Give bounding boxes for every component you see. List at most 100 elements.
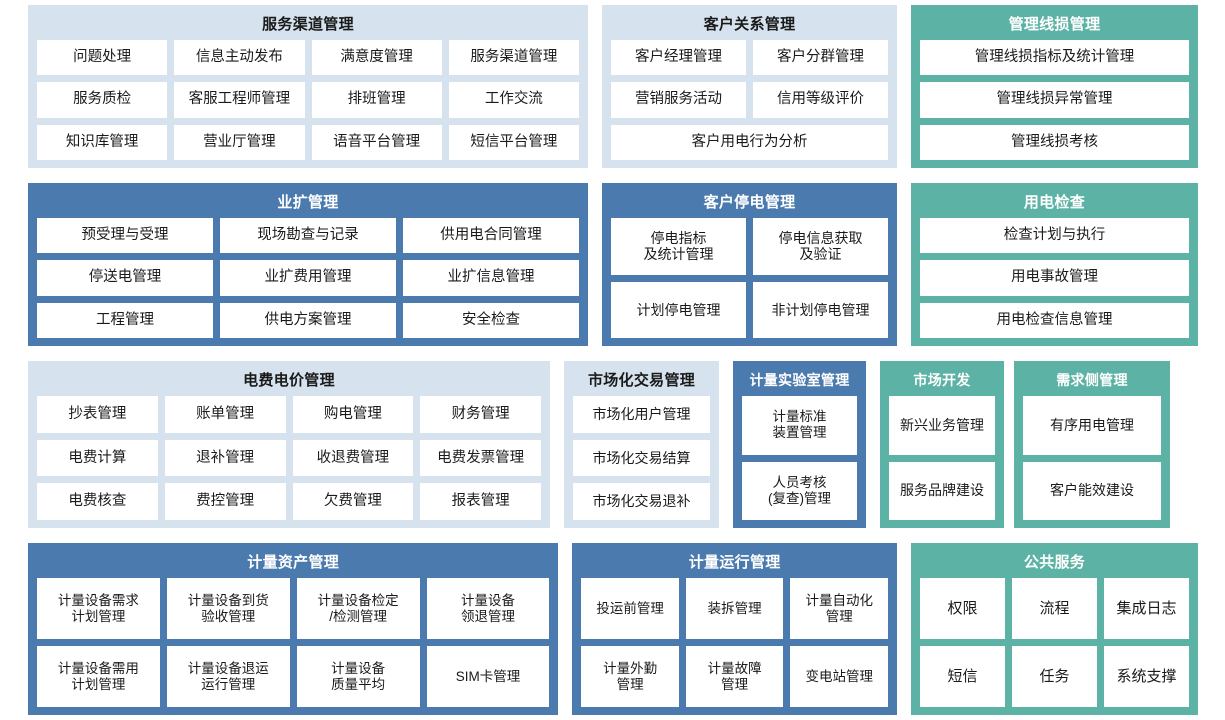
panel-metering-lab[interactable]: 计量实验室管理 计量标准 装置管理 人员考核 (复查)管理	[733, 361, 866, 528]
module-cell[interactable]: 系统支撑	[1104, 646, 1190, 707]
module-cell[interactable]: 服务渠道管理	[448, 40, 579, 76]
panel-metering-asset[interactable]: 计量资产管理 计量设备需求 计划管理 计量设备到货 验收管理 计量设备检定 /检…	[28, 543, 559, 715]
panel-grid-row: 短信 任务 系统支撑	[919, 646, 1190, 707]
module-cell[interactable]: 管理线损异常管理	[919, 82, 1189, 118]
module-cell[interactable]: 市场化用户管理	[573, 396, 710, 433]
module-cell[interactable]: 安全检查	[403, 302, 579, 338]
panel-service-channel[interactable]: 服务渠道管理 问题处理 信息主动发布 满意度管理 服务渠道管理 服务质检 客服工…	[28, 5, 589, 168]
module-cell[interactable]: 问题处理	[37, 40, 168, 76]
panel-power-inspection[interactable]: 用电检查 检查计划与执行 用电事故管理 用电检查信息管理	[910, 183, 1198, 346]
module-cell[interactable]: 计量故障 管理	[685, 646, 784, 707]
panel-grid-market-development: 新兴业务管理 服务品牌建设	[889, 396, 995, 520]
module-cell[interactable]: 计量设备到货 验收管理	[166, 578, 290, 639]
module-cell[interactable]: 抄表管理	[37, 396, 158, 433]
module-cell[interactable]: 排班管理	[311, 82, 442, 118]
module-cell[interactable]: 计量设备需用 计划管理	[37, 646, 160, 707]
module-cell[interactable]: 营业厅管理	[174, 124, 305, 160]
module-cell[interactable]: 短信平台管理	[448, 124, 579, 160]
module-cell[interactable]: 欠费管理	[292, 483, 414, 521]
module-cell[interactable]: 客户能效建设	[1023, 461, 1161, 520]
module-cell[interactable]: 服务质检	[37, 82, 168, 118]
panel-grid-demand-side: 有序用电管理 客户能效建设	[1023, 396, 1161, 520]
panel-market-development[interactable]: 市场开发 新兴业务管理 服务品牌建设	[880, 361, 1004, 528]
module-cell[interactable]: 供电方案管理	[220, 302, 396, 338]
panel-title-customer-outage: 客户停电管理	[703, 194, 796, 211]
module-cell[interactable]: 电费发票管理	[420, 439, 541, 477]
module-cell[interactable]: 现场勘查与记录	[220, 218, 396, 254]
module-cell[interactable]: 停电信息获取 及验证	[753, 218, 888, 275]
module-cell[interactable]: 计量自动化 管理	[790, 578, 888, 639]
panel-public-service[interactable]: 公共服务 权限 流程 集成日志 短信 任务 系统支撑	[910, 543, 1198, 715]
module-cell[interactable]: 用电事故管理	[919, 260, 1189, 296]
module-cell[interactable]: 供用电合同管理	[403, 218, 579, 254]
module-cell[interactable]: 客户经理管理	[611, 40, 746, 76]
module-cell[interactable]: 装拆管理	[685, 578, 784, 639]
module-cell[interactable]: 市场化交易结算	[573, 439, 710, 477]
module-cell[interactable]: 账单管理	[164, 396, 286, 433]
module-cell[interactable]: 预受理与受理	[37, 218, 213, 254]
module-cell[interactable]: 计量设备 领退管理	[426, 578, 550, 639]
module-cell[interactable]: 计量设备检定 /检测管理	[296, 578, 420, 639]
panel-grid-row: 计划停电管理 非计划停电管理	[611, 281, 888, 338]
module-cell[interactable]: 满意度管理	[311, 40, 442, 76]
module-cell[interactable]: 管理线损考核	[919, 124, 1189, 160]
module-cell[interactable]: 电费计算	[37, 439, 158, 477]
module-cell[interactable]: 客服工程师管理	[174, 82, 305, 118]
module-cell[interactable]: 短信	[919, 646, 1005, 707]
panel-customer-outage[interactable]: 客户停电管理 停电指标 及统计管理 停电信息获取 及验证 计划停电管理 非计划停…	[602, 183, 897, 346]
module-cell[interactable]: 客户用电行为分析	[611, 124, 888, 160]
module-cell[interactable]: 计量设备退运 运行管理	[166, 646, 290, 707]
module-cell[interactable]: 费控管理	[164, 483, 286, 521]
module-cell[interactable]: 知识库管理	[37, 124, 168, 160]
module-cell[interactable]: 停电指标 及统计管理	[611, 218, 746, 275]
module-cell[interactable]: 语音平台管理	[311, 124, 442, 160]
module-cell[interactable]: 计划停电管理	[611, 281, 746, 338]
module-cell[interactable]: 计量标准 装置管理	[742, 396, 857, 455]
module-cell[interactable]: 计量设备需求 计划管理	[37, 578, 160, 639]
panel-grid-row: 计量设备需求 计划管理 计量设备到货 验收管理 计量设备检定 /检测管理 计量设…	[37, 578, 550, 639]
module-cell[interactable]: 市场化交易退补	[573, 483, 710, 521]
module-cell[interactable]: 计量设备 质量平均	[296, 646, 420, 707]
module-cell[interactable]: 业扩信息管理	[403, 260, 579, 296]
module-cell[interactable]: 停送电管理	[37, 260, 213, 296]
module-cell[interactable]: 报表管理	[420, 483, 541, 521]
module-cell[interactable]: 集成日志	[1104, 578, 1190, 639]
panel-metering-operation[interactable]: 计量运行管理 投运前管理 装拆管理 计量自动化 管理 计量外勤 管理 计量故障 …	[572, 543, 897, 715]
panel-business-expansion[interactable]: 业扩管理 预受理与受理 现场勘查与记录 供用电合同管理 停送电管理 业扩费用管理…	[28, 183, 589, 346]
module-cell[interactable]: 业扩费用管理	[220, 260, 396, 296]
module-cell[interactable]: 任务	[1011, 646, 1097, 707]
module-cell[interactable]: 流程	[1011, 578, 1097, 639]
module-cell[interactable]: 信用等级评价	[753, 82, 888, 118]
panel-line-loss[interactable]: 管理线损管理 管理线损指标及统计管理 管理线损异常管理 管理线损考核	[910, 5, 1198, 168]
module-cell[interactable]: 财务管理	[420, 396, 541, 433]
module-cell[interactable]: 非计划停电管理	[753, 281, 888, 338]
module-cell[interactable]: 收退费管理	[292, 439, 414, 477]
panel-market-trading[interactable]: 市场化交易管理 市场化用户管理 市场化交易结算 市场化交易退补	[564, 361, 719, 528]
module-cell[interactable]: 管理线损指标及统计管理	[919, 40, 1189, 76]
module-cell[interactable]: 权限	[919, 578, 1005, 639]
module-cell[interactable]: 新兴业务管理	[889, 396, 995, 455]
panel-grid-row: 客户能效建设	[1023, 461, 1161, 520]
module-cell[interactable]: 有序用电管理	[1023, 396, 1161, 455]
module-cell[interactable]: 营销服务活动	[611, 82, 746, 118]
module-cell[interactable]: SIM卡管理	[426, 646, 550, 707]
module-cell[interactable]: 投运前管理	[581, 578, 679, 639]
module-cell[interactable]: 退补管理	[164, 439, 286, 477]
module-cell[interactable]: 客户分群管理	[753, 40, 888, 76]
module-cell[interactable]: 人员考核 (复查)管理	[742, 461, 857, 520]
module-cell[interactable]: 工程管理	[37, 302, 213, 338]
module-cell[interactable]: 工作交流	[448, 82, 579, 118]
module-cell[interactable]: 电费核查	[37, 483, 158, 521]
panel-grid-row: 市场化交易退补	[573, 483, 710, 521]
module-cell[interactable]: 变电站管理	[790, 646, 888, 707]
module-cell[interactable]: 服务品牌建设	[889, 461, 995, 520]
panel-demand-side[interactable]: 需求侧管理 有序用电管理 客户能效建设	[1014, 361, 1170, 528]
panel-tariff[interactable]: 电费电价管理 抄表管理 账单管理 购电管理 财务管理 电费计算 退补管理 收退费…	[28, 361, 550, 528]
module-cell[interactable]: 计量外勤 管理	[581, 646, 679, 707]
module-cell[interactable]: 购电管理	[292, 396, 414, 433]
module-cell[interactable]: 检查计划与执行	[919, 218, 1189, 254]
module-cell[interactable]: 信息主动发布	[174, 40, 305, 76]
panel-grid-row: 预受理与受理 现场勘查与记录 供用电合同管理	[37, 218, 579, 254]
module-cell[interactable]: 用电检查信息管理	[919, 302, 1189, 338]
panel-customer-relation[interactable]: 客户关系管理 客户经理管理 客户分群管理 营销服务活动 信用等级评价 客户用电行…	[602, 5, 897, 168]
